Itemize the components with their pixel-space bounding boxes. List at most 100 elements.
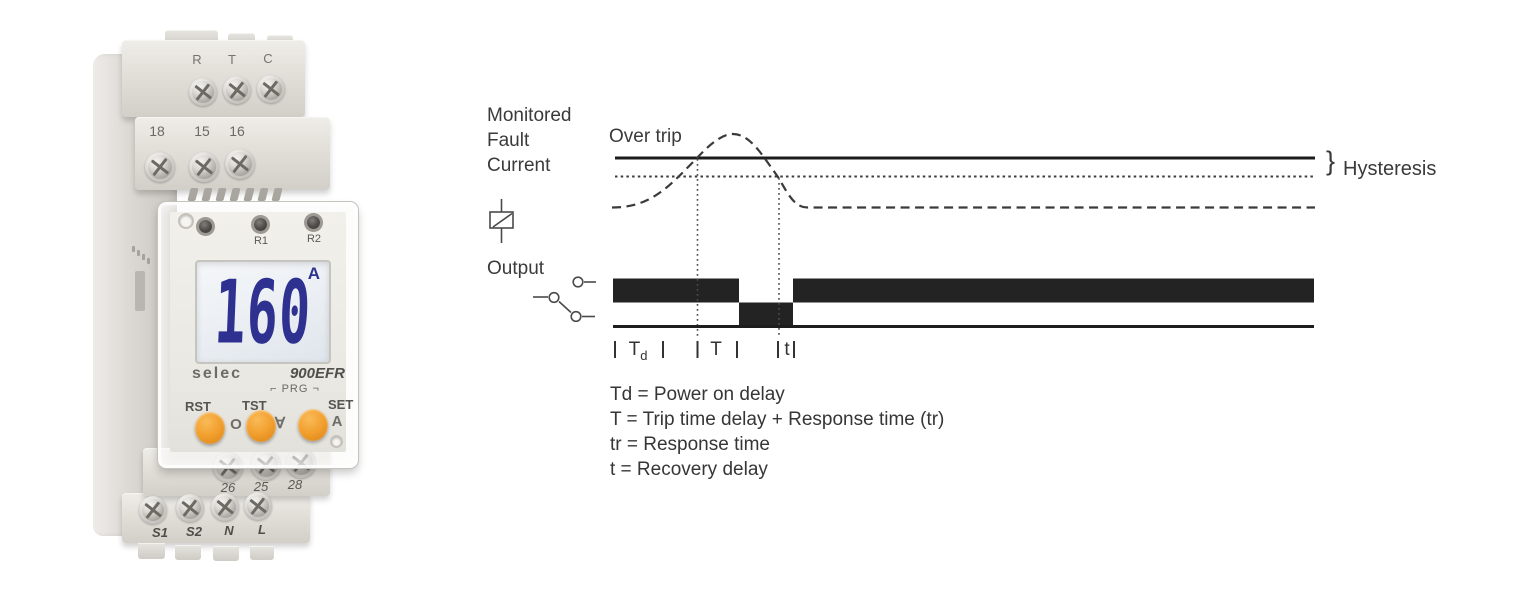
set-button-label: SET bbox=[328, 397, 354, 412]
tst-button bbox=[246, 410, 276, 442]
output-label: Output bbox=[487, 258, 545, 279]
signal-label-line1: Monitored bbox=[487, 105, 572, 126]
tick-pipe bbox=[793, 341, 795, 358]
relay-device-photo: R T C 18 15 16 26 25 28 S1 S2 N L R1 R2 bbox=[75, 28, 375, 573]
tst-button-label: TST bbox=[242, 398, 267, 413]
td-sub: d bbox=[640, 347, 648, 363]
screw-icon bbox=[139, 496, 167, 524]
prg-right-corner: ¬ bbox=[312, 383, 320, 395]
legend-line-tr: tr = Response time bbox=[610, 434, 770, 455]
lcd-reading: 160 bbox=[212, 261, 314, 363]
screw-icon bbox=[189, 78, 217, 106]
signal-label-line3: Current bbox=[487, 155, 551, 176]
bottom-tab bbox=[250, 546, 274, 560]
terminal-label: 16 bbox=[229, 123, 245, 139]
screw-icon bbox=[257, 75, 285, 103]
vent-slot bbox=[271, 188, 283, 201]
nc-contact-terminal bbox=[570, 310, 582, 323]
status-led bbox=[199, 220, 212, 233]
hysteresis-label: Hysteresis bbox=[1343, 158, 1437, 180]
hysteresis-brace: } bbox=[1326, 146, 1336, 176]
screw-icon bbox=[244, 492, 272, 520]
front-panel: R1 R2 160 A selec 900EFR ⌐ PRG ¬ RST TST… bbox=[170, 212, 353, 452]
screw-icon bbox=[223, 76, 251, 104]
bottom-tab bbox=[138, 543, 165, 559]
screw-icon bbox=[176, 494, 204, 522]
bottom-tab bbox=[175, 545, 201, 560]
up-arrow-symbol: A bbox=[331, 413, 343, 430]
legend-line-t: T = Trip time delay + Response time (tr) bbox=[610, 409, 945, 430]
lcd-display: 160 A bbox=[195, 260, 331, 364]
td-interval-label: Td bbox=[622, 339, 654, 363]
vent-slot bbox=[229, 188, 241, 201]
side-mark bbox=[147, 258, 150, 264]
vent-slot bbox=[257, 188, 269, 201]
legend: Td = Power on delay T = Trip time delay … bbox=[610, 382, 944, 482]
terminal-label: 25 bbox=[253, 479, 269, 494]
r2-led bbox=[307, 216, 320, 229]
side-mark bbox=[137, 250, 140, 256]
din-clip-slot bbox=[135, 271, 145, 311]
vent-slot bbox=[243, 188, 255, 201]
down-arrow-symbol: ∀ bbox=[274, 415, 286, 432]
screw-icon bbox=[211, 493, 239, 521]
side-mark bbox=[132, 246, 135, 252]
output-no-bar-right bbox=[793, 278, 1314, 303]
rst-button bbox=[195, 412, 225, 444]
contact-arm bbox=[558, 300, 572, 314]
terminal-label: L bbox=[258, 522, 266, 537]
prg-left-corner: ⌐ bbox=[270, 383, 278, 395]
signal-label: Monitored Fault Current bbox=[487, 103, 572, 178]
fault-current-curve bbox=[611, 132, 1315, 209]
r1-led-label: R1 bbox=[253, 235, 269, 247]
terminal-label: 18 bbox=[149, 123, 165, 139]
tick-pipe bbox=[777, 341, 779, 358]
vent-slot bbox=[187, 188, 199, 201]
side-mark bbox=[142, 254, 145, 260]
terminal-label: N bbox=[224, 523, 234, 538]
screw-icon bbox=[189, 152, 219, 182]
over-trip-label: Over trip bbox=[609, 126, 682, 147]
set-button bbox=[298, 409, 328, 441]
terminal-label: S2 bbox=[186, 524, 202, 539]
model-number: 900EFR bbox=[289, 365, 345, 382]
screw-icon bbox=[145, 152, 175, 182]
panel-hole bbox=[180, 215, 192, 227]
terminal-label: 26 bbox=[220, 480, 236, 495]
terminal-label: 28 bbox=[287, 477, 303, 492]
timing-diagram-graphics bbox=[489, 132, 1316, 358]
signal-label-line2: Fault bbox=[487, 130, 530, 151]
r2-led-label: R2 bbox=[306, 233, 322, 245]
terminal-label: S1 bbox=[152, 525, 168, 540]
terminal-label: 15 bbox=[194, 123, 210, 139]
tick-pipe bbox=[736, 341, 738, 358]
legend-line-td: Td = Power on delay bbox=[610, 384, 785, 405]
terminal-label: R bbox=[192, 52, 202, 67]
output-nc-bar bbox=[739, 302, 793, 325]
legend-line-recovery: t = Recovery delay bbox=[610, 459, 768, 480]
circle-symbol: O bbox=[230, 416, 242, 433]
r1-led bbox=[254, 218, 267, 231]
relay-coil-diagonal bbox=[492, 212, 513, 228]
rst-button-label: RST bbox=[185, 399, 211, 414]
trip-interval-label: T bbox=[710, 339, 722, 360]
relay-coil-icon bbox=[489, 199, 514, 243]
recovery-interval-label: t bbox=[784, 339, 790, 360]
lcd-unit: A bbox=[307, 264, 320, 283]
vent-slot bbox=[201, 188, 213, 201]
prg-label: ⌐ PRG ¬ bbox=[270, 383, 320, 395]
output-no-bar-left bbox=[613, 278, 739, 303]
output-baseline bbox=[613, 325, 1314, 328]
panel-hole bbox=[332, 437, 341, 446]
brand-logo: selec bbox=[192, 365, 243, 382]
vent-slot bbox=[215, 188, 227, 201]
tick-pipe bbox=[614, 341, 616, 358]
common-terminal bbox=[548, 291, 560, 304]
tick-pipe bbox=[696, 341, 699, 358]
prg-text: PRG bbox=[281, 383, 309, 395]
bottom-tab bbox=[213, 546, 239, 561]
tick-pipe bbox=[662, 341, 664, 358]
changeover-contact-icon bbox=[533, 276, 596, 323]
terminal-label: T bbox=[228, 52, 236, 67]
td-main: T bbox=[628, 339, 641, 360]
